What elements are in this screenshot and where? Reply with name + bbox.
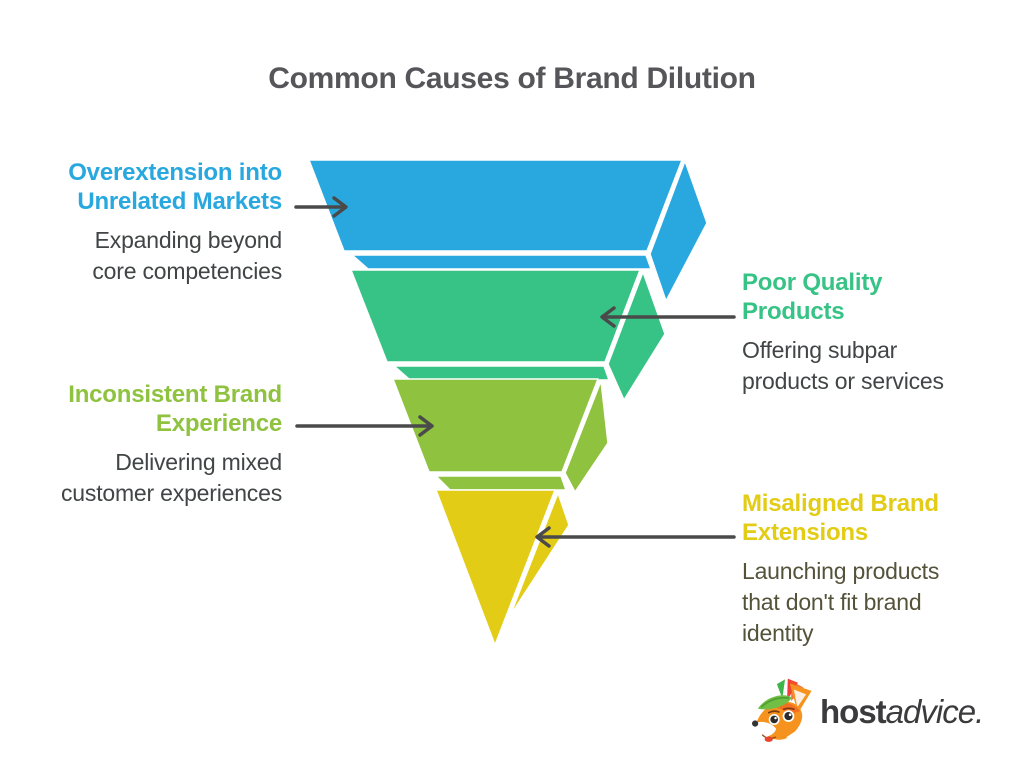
funnel-tier-3-bottom-lip [435,475,567,491]
callout-heading: Overextension into Unrelated Markets [68,159,282,215]
brand-logo: hostadvice. [748,678,985,746]
callout-poor-quality: Poor Quality Products Offering subpar pr… [742,268,972,397]
callout-description: Expanding beyond core competencies [92,227,282,284]
callout-inconsistent-experience: Inconsistent Brand Experience Delivering… [2,380,282,509]
arrow-head-left-icon [600,306,616,328]
funnel-tier-3 [392,378,609,493]
callout-description: Offering subpar products or services [742,337,944,394]
brand-name-advice: advice. [885,693,985,730]
funnel-tier-4-front [435,489,556,646]
callout-heading: Inconsistent Brand Experience [68,381,282,437]
funnel-tier-2-bottom-lip [393,365,610,381]
arrow-head-right-icon [332,196,348,218]
funnel-tier-1-front [308,159,683,252]
funnel-tier-1-bottom-lip [351,254,652,270]
funnel-tier-4-side [509,492,570,617]
callout-description: Delivering mixed customer experiences [61,449,282,506]
funnel-tier-1-side [649,160,708,302]
funnel-tier-2-front [350,269,641,363]
callout-description: Launching products that don't fit brand … [742,558,940,646]
page-title: Common Causes of Brand Dilution [268,62,756,95]
callout-misaligned-extensions: Misaligned Brand Extensions Launching pr… [742,489,974,649]
arrow-to-tier-4 [535,526,736,548]
funnel-tier-2 [350,269,666,401]
arrow-to-tier-3 [295,415,434,437]
fox-mascot-icon [751,678,812,742]
callout-heading: Poor Quality Products [742,269,883,325]
funnel-tier-3-front [392,378,599,473]
callout-heading: Misaligned Brand Extensions [742,490,939,546]
brand-name-host: host [820,693,887,730]
funnel-tier-1 [308,159,708,302]
arrow-to-tier-2 [600,306,736,328]
brand-name: hostadvice. [820,693,985,731]
callout-arrows [294,196,736,548]
arrow-head-right-icon [418,415,434,437]
arrow-head-left-icon [535,526,551,548]
callout-overextension: Overextension into Unrelated Markets Exp… [12,158,282,287]
arrow-to-tier-1 [294,196,348,218]
funnel-tier-3-side [564,380,609,493]
funnel-tier-2-side [607,271,666,401]
funnel-tier-4 [435,489,570,646]
